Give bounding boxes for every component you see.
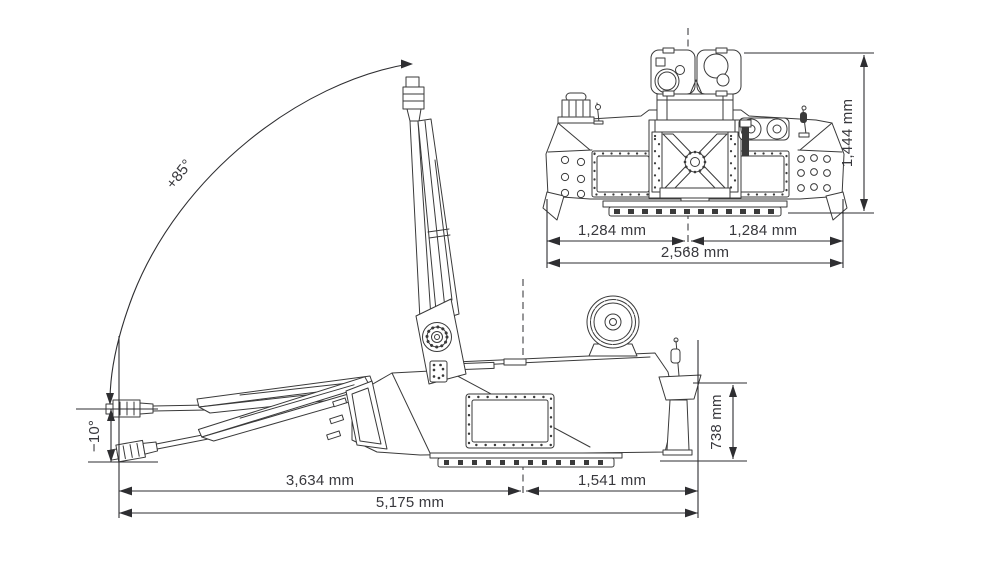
side-access-panel [465, 393, 555, 449]
center-gun-mount [648, 119, 742, 210]
total-height-label: 1,444 mm [839, 99, 856, 167]
turret-ring-front [602, 200, 788, 217]
rear-support [658, 374, 702, 456]
gun-barrel-elevated [402, 76, 467, 385]
depression-label: −10° [86, 420, 103, 452]
depression-dimension: −10° [76, 408, 158, 463]
sight-drum [586, 295, 640, 357]
turret-ring-side [429, 452, 623, 468]
body-height-dimension: 738 mm [660, 382, 747, 462]
cable-fitting [742, 124, 749, 156]
left-antenna [593, 102, 604, 125]
front-right-panel [726, 150, 790, 198]
right-antenna [798, 105, 810, 138]
rear-length-label: 1,541 mm [578, 472, 646, 489]
width-dimensions: 1,284 mm 1,284 mm 2,568 mm [546, 199, 844, 268]
right-wing-bolts [797, 154, 831, 192]
total-width-label: 2,568 mm [661, 244, 729, 261]
rear-antenna [670, 337, 681, 377]
front-view: 1,284 mm 1,284 mm 2,568 mm 1,444 mm [542, 28, 874, 268]
front-left-panel [591, 150, 655, 198]
total-length-label: 5,175 mm [376, 494, 444, 511]
right-half-width-label: 1,284 mm [729, 222, 797, 239]
cable-roller-assembly [738, 117, 790, 156]
front-length-label: 3,634 mm [286, 472, 354, 489]
length-dimensions: 3,634 mm 1,541 mm 5,175 mm [118, 336, 699, 518]
beacon-light [557, 92, 595, 124]
body-height-label: 738 mm [708, 394, 725, 449]
left-half-width-label: 1,284 mm [578, 222, 646, 239]
sight-head [650, 47, 742, 121]
elevation-max-label: +85° [163, 156, 196, 192]
gun-shield [326, 380, 388, 450]
height-dimension: 1,444 mm [744, 52, 874, 214]
elevation-arc: +85° [106, 59, 413, 405]
left-wing-bolts [560, 155, 586, 199]
